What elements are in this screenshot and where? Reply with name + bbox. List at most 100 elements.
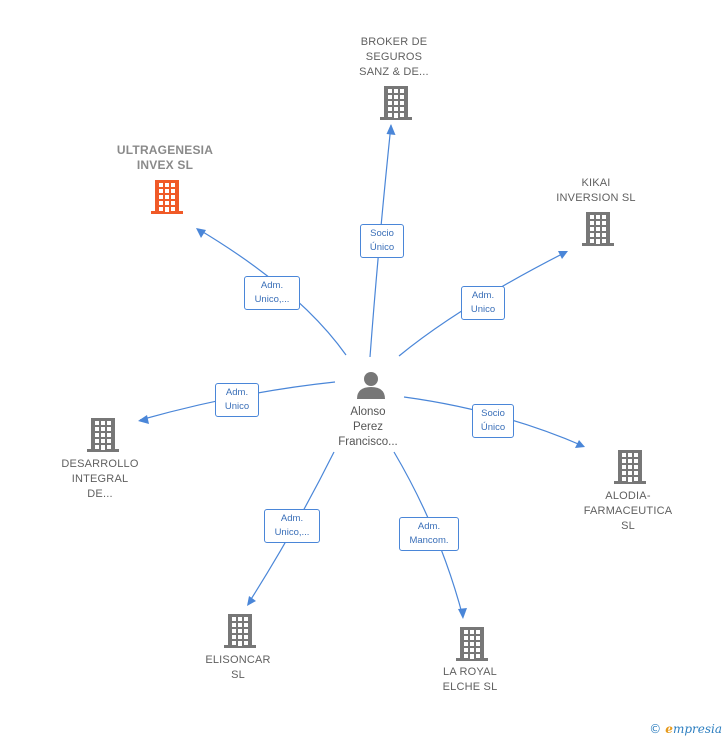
building-window [464,654,468,658]
building-window [244,623,248,627]
building-window [165,183,169,187]
building-window [171,207,175,211]
building-base [582,243,614,246]
building-window [388,89,392,93]
building-window [464,630,468,634]
node-label-desarrollo[interactable]: DESARROLLO INTEGRAL DE... [61,458,139,500]
building-window [602,227,606,231]
building-icon [151,180,183,214]
edges [139,124,584,618]
building-window [159,189,163,193]
building-window [159,201,163,205]
building-icon [582,212,614,246]
building-icon [87,418,119,452]
building-window [171,201,175,205]
building-window [476,654,480,658]
building-window [95,421,99,425]
building-window [107,439,111,443]
building-window [101,421,105,425]
building-window [159,207,163,211]
building-window [101,433,105,437]
arrowhead-broker [386,124,396,135]
building-window [238,617,242,621]
building-base [224,645,256,648]
building-window [590,215,594,219]
building-window [596,233,600,237]
building-window [101,439,105,443]
building-window [232,623,236,627]
building-window [634,477,638,481]
edge-label-laroyal: Adm. Mancom. [399,517,459,551]
building-window [107,427,111,431]
building-window [394,107,398,111]
node-label-alodia[interactable]: ALODIA- FARMACEUTICA SL [583,490,673,532]
brand-name: mpresia [672,722,722,736]
arrowhead-ultragenesia [196,228,206,238]
building-window [634,453,638,457]
building-window [590,233,594,237]
building-window [165,189,169,193]
building-base [151,211,183,214]
building-window [470,630,474,634]
building-window [171,195,175,199]
building-window [244,617,248,621]
brand-initial: e [665,722,673,736]
building-icon [224,614,256,648]
building-base [614,481,646,484]
building-window [602,233,606,237]
copyright-symbol: © [649,722,662,736]
building-window [622,477,626,481]
building-window [388,107,392,111]
building-window [470,648,474,652]
building-window [628,465,632,469]
building-window [394,101,398,105]
building-window [165,195,169,199]
building-window [602,239,606,243]
edge-label-desarrollo: Adm. Unico [215,383,259,417]
arrowheads [138,124,585,619]
arrowhead-alodia [575,440,585,448]
building-window [238,623,242,627]
building-window [232,635,236,639]
building-window [159,195,163,199]
building-window [95,433,99,437]
person-icon [357,372,385,399]
node-label-laroyal[interactable]: LA ROYAL ELCHE SL [442,666,498,693]
building-window [590,239,594,243]
building-window [634,465,638,469]
node-label-ultragenesia[interactable]: ULTRAGENESIA INVEX SL [116,143,214,172]
building-window [232,641,236,645]
building-window [596,215,600,219]
building-window [464,642,468,646]
building-window [596,221,600,225]
building-window [238,635,242,639]
building-window [95,445,99,449]
node-label-elisoncar[interactable]: ELISONCAR SL [205,654,271,681]
node-label-broker[interactable]: BROKER DE SEGUROS SANZ & DE... [359,36,429,78]
building-window [400,101,404,105]
building-door [101,445,105,450]
building-window [628,453,632,457]
edge-label-elisoncar: Adm. Unico,... [264,509,320,543]
person-label[interactable]: Alonso Perez Francisco... [338,406,398,448]
building-window [107,421,111,425]
building-base [456,658,488,661]
building-window [476,630,480,634]
edge-label-ultragenesia: Adm. Unico,... [244,276,300,310]
building-window [244,629,248,633]
edge-label-kikai: Adm. Unico [461,286,505,320]
building-window [400,107,404,111]
building-icon [456,627,488,661]
building-window [464,648,468,652]
building-window [394,89,398,93]
node-label-kikai[interactable]: KIKAI INVERSION SL [556,177,636,204]
building-window [165,201,169,205]
building-door [394,113,398,118]
building-icon [614,450,646,484]
edge-label-broker: Socio Único [360,224,404,258]
building-window [602,215,606,219]
building-base [380,117,412,120]
building-window [95,427,99,431]
edge-label-alodia: Socio Único [472,404,514,438]
building-window [622,465,626,469]
